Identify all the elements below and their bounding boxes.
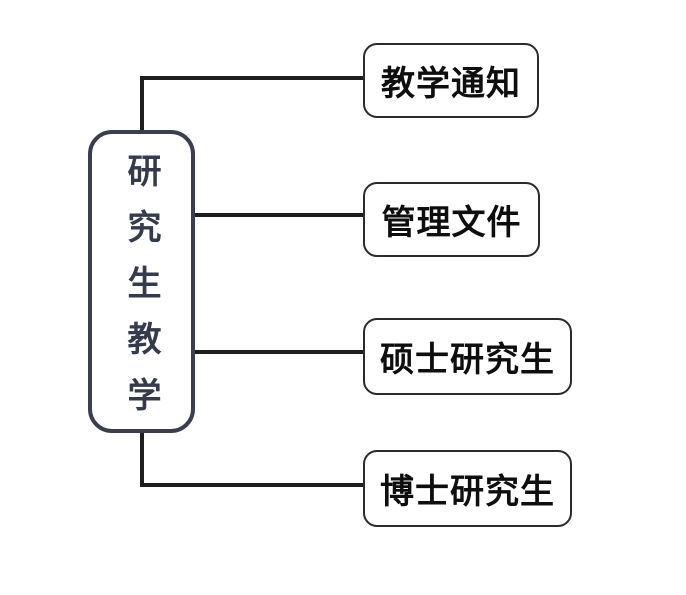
connector-root-to-node-1-vertical xyxy=(140,76,144,134)
connector-root-to-node-4-vertical xyxy=(140,429,144,487)
connector-root-to-node-2 xyxy=(193,213,365,217)
node-doctoral-students-label: 博士研究生 xyxy=(380,473,555,511)
node-masters-students: 硕士研究生 xyxy=(363,318,572,395)
node-management-documents: 管理文件 xyxy=(363,182,540,257)
root-node-graduate-teaching: 研究生教学 xyxy=(88,130,195,433)
node-management-documents-label: 管理文件 xyxy=(381,204,522,242)
connector-root-to-node-3 xyxy=(193,350,365,354)
node-teaching-notices-label: 教学通知 xyxy=(381,65,521,103)
connector-root-to-node-1-horizontal xyxy=(140,76,365,80)
node-teaching-notices: 教学通知 xyxy=(363,43,539,118)
root-node-label: 研究生教学 xyxy=(122,152,160,433)
node-doctoral-students: 博士研究生 xyxy=(363,450,572,527)
node-masters-students-label: 硕士研究生 xyxy=(380,341,555,379)
connector-root-to-node-4-horizontal xyxy=(140,483,365,487)
